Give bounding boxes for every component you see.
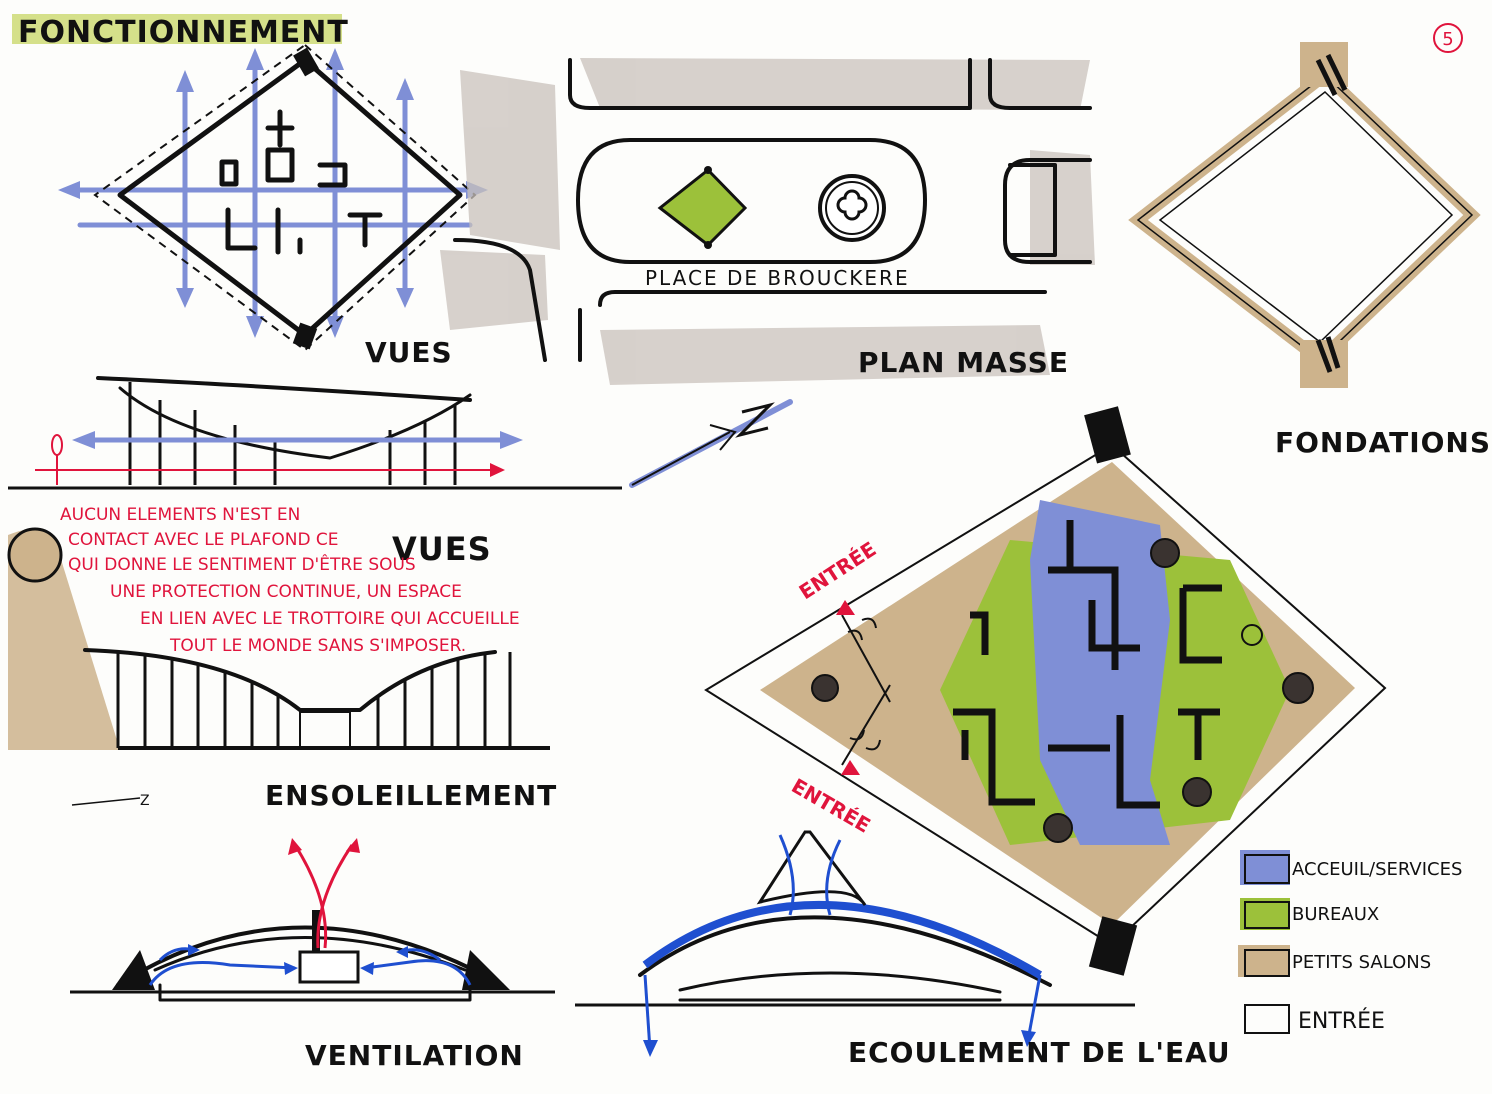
legend-item-salons: PETITS SALONS <box>1238 945 1431 977</box>
ventilation-diagram: VENTILATION <box>70 838 555 1072</box>
legend-item-bureaux: BUREAUX <box>1240 898 1379 930</box>
title-vues-section: VUES <box>392 530 492 568</box>
svg-text:AUCUN ELEMENTS N'EST EN: AUCUN ELEMENTS N'EST EN <box>60 505 300 525</box>
legend-label: ACCEUIL/SERVICES <box>1292 859 1462 880</box>
fondations-diagram: FONDATIONS <box>1128 42 1491 459</box>
title-ventilation: VENTILATION <box>305 1039 524 1072</box>
svg-text:CONTACT AVEC LE PLAFOND CE: CONTACT AVEC LE PLAFOND CE <box>68 530 339 550</box>
legend-item-entree: ENTRÉE <box>1244 1004 1385 1034</box>
legend-item-acceuil: ACCEUIL/SERVICES <box>1240 850 1462 885</box>
north-arrow-icon <box>629 399 793 488</box>
title-ensoleillement: ENSOLEILLEMENT <box>265 779 557 812</box>
legend: ACCEUIL/SERVICES BUREAUX PETITS SALONS E… <box>1238 850 1462 1034</box>
title-fonctionnement: FONCTIONNEMENT <box>18 15 349 50</box>
plan-masse-diagram: PLACE DE BROUCKERE PLAN MASSE <box>440 58 1095 385</box>
svg-text:Z: Z <box>140 793 150 809</box>
page-number: 5 <box>1433 23 1463 53</box>
svg-text:EN LIEN AVEC LE TROTTOIRE QUI: EN LIEN AVEC LE TROTTOIRE QUI ACCUEILLE <box>140 609 520 629</box>
ecoulement-diagram: ECOULEMENT DE L'EAU <box>575 830 1231 1069</box>
title-fondations: FONDATIONS <box>1275 426 1491 459</box>
svg-text:TOUT LE MONDE SANS S'IMPOSER.: TOUT LE MONDE SANS S'IMPOSER. <box>169 636 466 656</box>
annotation-text: AUCUN ELEMENTS N'EST EN CONTACT AVEC LE … <box>60 505 520 656</box>
legend-label: PETITS SALONS <box>1292 952 1431 973</box>
fonctionnement-diagram: FONCTIONNEMENT <box>12 14 488 369</box>
place-label: PLACE DE BROUCKERE <box>645 266 910 290</box>
title-ecoulement: ECOULEMENT DE L'EAU <box>848 1036 1231 1069</box>
title-plan-masse: PLAN MASSE <box>858 346 1069 379</box>
ensoleillement-diagram: Z ENSOLEILLEMENT <box>7 527 557 812</box>
svg-text:UNE PROTECTION CONTINUE, UN ES: UNE PROTECTION CONTINUE, UN ESPACE <box>110 582 462 602</box>
svg-text:5: 5 <box>1442 29 1453 50</box>
entree-label-bottom: ENTRÉE <box>788 774 875 838</box>
entree-label-top: ENTRÉE <box>795 537 881 604</box>
floor-plan-diagram: ENTRÉE ENTRÉE <box>704 406 1387 976</box>
legend-label: BUREAUX <box>1292 904 1379 925</box>
svg-text:QUI DONNE LE SENTIMENT D'ÊTRE: QUI DONNE LE SENTIMENT D'ÊTRE SOUS <box>68 553 416 575</box>
title-vues: VUES <box>365 336 453 369</box>
legend-label: ENTRÉE <box>1298 1008 1385 1034</box>
vues-section-diagram: VUES <box>8 376 622 568</box>
